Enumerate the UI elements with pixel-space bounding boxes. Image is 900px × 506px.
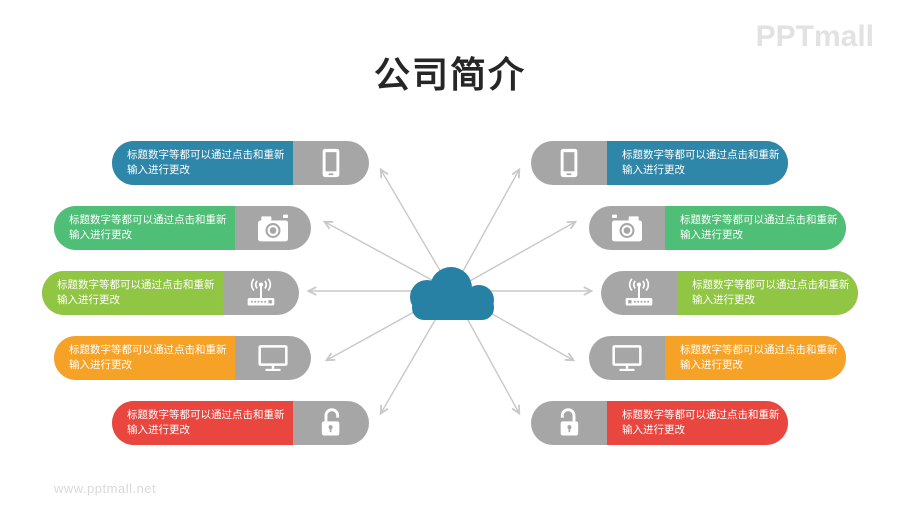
- pill-label: 标题数字等都可以通过点击和重新输入进行更改: [112, 141, 293, 185]
- pill-label: 标题数字等都可以通过点击和重新输入进行更改: [607, 401, 788, 445]
- info-pill-right-3: 标题数字等都可以通过点击和重新输入进行更改: [601, 271, 858, 315]
- monitor-icon: [589, 336, 665, 380]
- arrow-left-2: [325, 222, 453, 292]
- info-pill-right-1: 标题数字等都可以通过点击和重新输入进行更改: [531, 141, 788, 185]
- pill-label: 标题数字等都可以通过点击和重新输入进行更改: [665, 336, 846, 380]
- info-pill-right-2: 标题数字等都可以通过点击和重新输入进行更改: [589, 206, 846, 250]
- info-pill-right-4: 标题数字等都可以通过点击和重新输入进行更改: [589, 336, 846, 380]
- pill-label: 标题数字等都可以通过点击和重新输入进行更改: [112, 401, 293, 445]
- smartphone-icon: [531, 141, 607, 185]
- pill-label: 标题数字等都可以通过点击和重新输入进行更改: [54, 336, 235, 380]
- watermark-url: www.pptmall.net: [54, 481, 157, 496]
- pill-label: 标题数字等都可以通过点击和重新输入进行更改: [677, 271, 858, 315]
- monitor-icon: [235, 336, 311, 380]
- smartphone-icon: [293, 141, 369, 185]
- arrow-right-2: [451, 222, 575, 292]
- camera-icon: [589, 206, 665, 250]
- padlock-icon: [531, 401, 607, 445]
- camera-icon: [235, 206, 311, 250]
- wifi-router-icon: [601, 271, 677, 315]
- pptmall-logo: PPTmall: [755, 20, 874, 53]
- wifi-router-icon: [223, 271, 299, 315]
- info-pill-left-2: 标题数字等都可以通过点击和重新输入进行更改: [54, 206, 311, 250]
- info-pill-left-4: 标题数字等都可以通过点击和重新输入进行更改: [54, 336, 311, 380]
- page-title: 公司简介: [373, 54, 526, 95]
- info-pill-right-5: 标题数字等都可以通过点击和重新输入进行更改: [531, 401, 788, 445]
- pill-label: 标题数字等都可以通过点击和重新输入进行更改: [54, 206, 235, 250]
- padlock-icon: [293, 401, 369, 445]
- arrow-right-1: [451, 170, 519, 292]
- pill-label: 标题数字等都可以通过点击和重新输入进行更改: [42, 271, 223, 315]
- pill-label: 标题数字等都可以通过点击和重新输入进行更改: [607, 141, 788, 185]
- info-pill-left-1: 标题数字等都可以通过点击和重新输入进行更改: [112, 141, 369, 185]
- info-pill-left-3: 标题数字等都可以通过点击和重新输入进行更改: [42, 271, 299, 315]
- cloud-icon: [410, 267, 494, 320]
- pill-label: 标题数字等都可以通过点击和重新输入进行更改: [665, 206, 846, 250]
- info-pill-left-5: 标题数字等都可以通过点击和重新输入进行更改: [112, 401, 369, 445]
